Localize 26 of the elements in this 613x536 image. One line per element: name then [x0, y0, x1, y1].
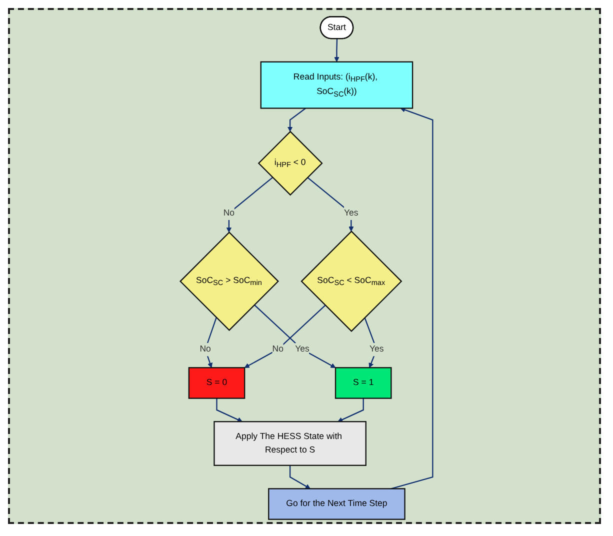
- edge-label: No: [272, 344, 284, 354]
- arrow: [287, 108, 306, 132]
- arrow: [334, 38, 340, 62]
- arrow: [391, 107, 434, 490]
- node-diamond: i$_{HPF}$ < 0: [258, 130, 323, 196]
- node-box: Go for the Next Time Step: [268, 488, 406, 520]
- arrow: [204, 317, 217, 368]
- node-box: S = 0: [188, 367, 246, 399]
- arrow: [254, 304, 336, 368]
- node-diamond: SoC$_{SC}$ < SoC$_{max}$: [300, 230, 402, 332]
- edge-label: Yes: [295, 344, 310, 354]
- arrow: [307, 177, 354, 232]
- arrow: [226, 177, 273, 233]
- arrow: [364, 317, 378, 368]
- node-box: Read Inputs: (i$_{HPF}$(k), SoC$_{SC}$(k)): [260, 61, 414, 109]
- edge-label: Yes: [369, 344, 384, 354]
- arrow: [289, 465, 310, 489]
- edge-label: Yes: [344, 208, 358, 218]
- node-box: S = 1: [334, 367, 392, 399]
- arrow: [338, 398, 364, 422]
- arrow: [216, 398, 242, 422]
- node-box: Apply The HESS State with Respect to S: [214, 421, 366, 466]
- arrow: [244, 304, 326, 368]
- node-diamond: SoC$_{SC}$ > SoC$_{min}$: [180, 232, 279, 332]
- edge-label: No: [200, 344, 211, 354]
- edge-label: No: [223, 208, 235, 218]
